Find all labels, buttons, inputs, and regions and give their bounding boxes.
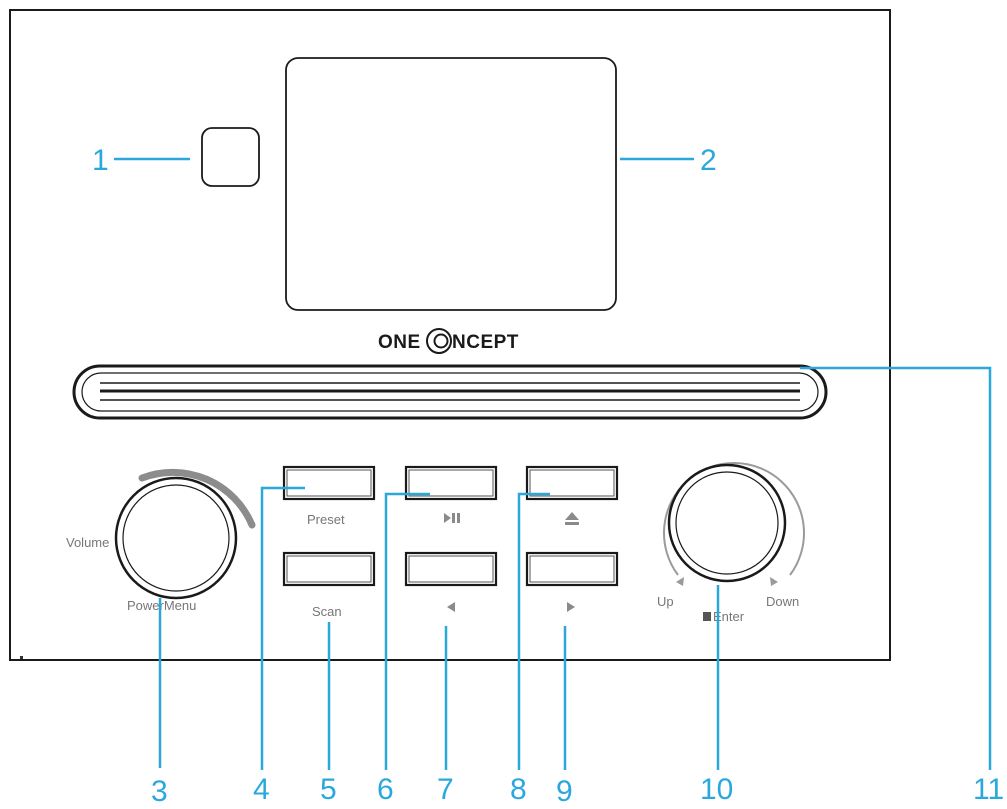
- volume-knob: [114, 468, 256, 600]
- sensor-window: [201, 127, 260, 187]
- power-menu-label: PowerMenu: [127, 598, 196, 613]
- callout-2: 2: [700, 144, 717, 177]
- callout-3: 3: [151, 775, 168, 808]
- callout-1: 1: [92, 144, 109, 177]
- volume-arc-icon: [138, 468, 256, 529]
- next-button[interactable]: [525, 551, 619, 587]
- play-pause-icon: [444, 513, 460, 523]
- leader-line-4: [260, 486, 305, 770]
- knob-ring-arc-icon: [663, 462, 805, 576]
- leader-line-11: [800, 366, 992, 770]
- leader-line-6: [384, 492, 430, 770]
- callout-7: 7: [437, 773, 454, 806]
- callout-8: 8: [510, 773, 527, 806]
- callout-11: 11: [973, 773, 1004, 806]
- scan-button[interactable]: [282, 551, 376, 587]
- enter-square-icon: [703, 612, 711, 621]
- previous-button[interactable]: [404, 551, 498, 587]
- callout-4: 4: [253, 773, 270, 806]
- triangle-right-icon: [567, 602, 575, 612]
- preset-label: Preset: [307, 512, 345, 527]
- leader-line-8: [517, 492, 550, 770]
- enter-label: Enter: [713, 609, 745, 624]
- navigation-knob: [663, 462, 805, 586]
- down-label: Down: [766, 594, 799, 609]
- brand-logo: ONE NCEPT: [378, 328, 519, 354]
- callout-5: 5: [320, 773, 337, 806]
- corner-mark: [20, 656, 23, 659]
- brand-logo-inner-ring-icon: [433, 333, 449, 349]
- triangle-left-icon: [447, 602, 455, 612]
- up-arrowhead-icon: [676, 577, 684, 586]
- callout-9: 9: [556, 775, 573, 808]
- eject-icon: [565, 512, 579, 525]
- cd-slot: [72, 364, 828, 420]
- callout-10: 10: [700, 773, 733, 806]
- up-label: Up: [657, 594, 674, 609]
- display-screen: [285, 57, 617, 311]
- down-arrowhead-icon: [770, 577, 778, 586]
- brand-prefix: ONE: [378, 332, 421, 353]
- preset-button[interactable]: [282, 465, 376, 501]
- brand-logo-ring-icon: [426, 328, 452, 354]
- brand-suffix: NCEPT: [452, 332, 519, 353]
- volume-label: Volume: [66, 535, 109, 550]
- scan-label: Scan: [312, 604, 342, 619]
- callout-6: 6: [377, 773, 394, 806]
